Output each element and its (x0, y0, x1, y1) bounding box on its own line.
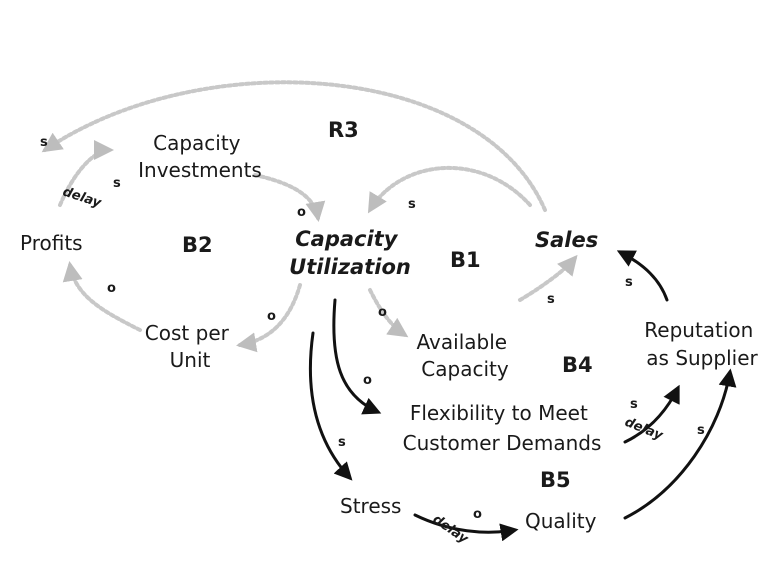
polarity-s-capacity-investments: s (113, 176, 121, 191)
polarity-s-reputation-from-flexibility: s (630, 397, 638, 412)
polarity-s-stress-in: s (338, 435, 346, 450)
link-available-capacity-to-sales (518, 254, 578, 302)
polarity-o-quality-in: o (473, 507, 482, 522)
node-cost-per-unit: Cost per Unit (145, 321, 235, 372)
loop-r3: R3 (328, 118, 359, 142)
node-profits: Profits (20, 231, 83, 255)
polarity-o-capacity-utilization-in: o (297, 205, 306, 220)
polarity-o-cost-per-unit-in: o (267, 309, 276, 324)
loop-b2: B2 (182, 233, 213, 257)
link-utilization-to-flexibility (332, 298, 382, 415)
delay-mark-profits-investments: delay (61, 185, 104, 212)
link-reputation-to-sales (616, 250, 669, 302)
loop-b5: B5 (540, 468, 571, 492)
link-cost-per-unit-to-profits (62, 261, 142, 332)
node-stress: Stress (340, 494, 401, 518)
node-quality: Quality (525, 509, 597, 533)
link-sales-to-profits-r3 (41, 80, 547, 212)
link-profits-to-capacity-investments (58, 140, 114, 207)
node-capacity-utilization: Capacity Utilization (289, 227, 411, 279)
node-flexibility-to-meet-customer-demands: Flexibility to Meet Customer Demands (403, 401, 602, 455)
link-sales-to-utilization-b1 (367, 165, 532, 214)
node-sales: Sales (535, 228, 598, 252)
polarity-s-reputation-from-quality: s (697, 423, 705, 438)
link-quality-to-reputation (623, 368, 737, 520)
polarity-o-profits-in: o (107, 281, 116, 296)
loop-b1: B1 (450, 248, 481, 272)
link-utilization-to-available-capacity (368, 288, 409, 338)
polarity-s-r3: s (40, 135, 48, 150)
link-flexibility-to-reputation (623, 384, 680, 444)
polarity-s-b1-top: s (408, 197, 416, 212)
node-capacity-investments: Capacity Investments (138, 131, 262, 182)
link-utilization-to-cost-per-unit (236, 283, 302, 353)
node-available-capacity: Available Capacity (417, 330, 514, 381)
loop-b4: B4 (562, 353, 593, 377)
polarity-s-sales-from-reputation: s (625, 275, 633, 290)
link-capacity-investments-to-utilization (253, 173, 326, 222)
link-stress-to-quality (413, 513, 519, 542)
node-reputation-as-supplier: Reputation as Supplier (644, 318, 759, 370)
polarity-s-sales-from-available: s (547, 292, 555, 307)
polarity-o-available-capacity-in: o (378, 305, 387, 320)
polarity-o-flexibility-in: o (363, 373, 372, 388)
link-utilization-to-stress (308, 331, 353, 481)
delay-mark-stress-quality: delay (430, 512, 471, 547)
